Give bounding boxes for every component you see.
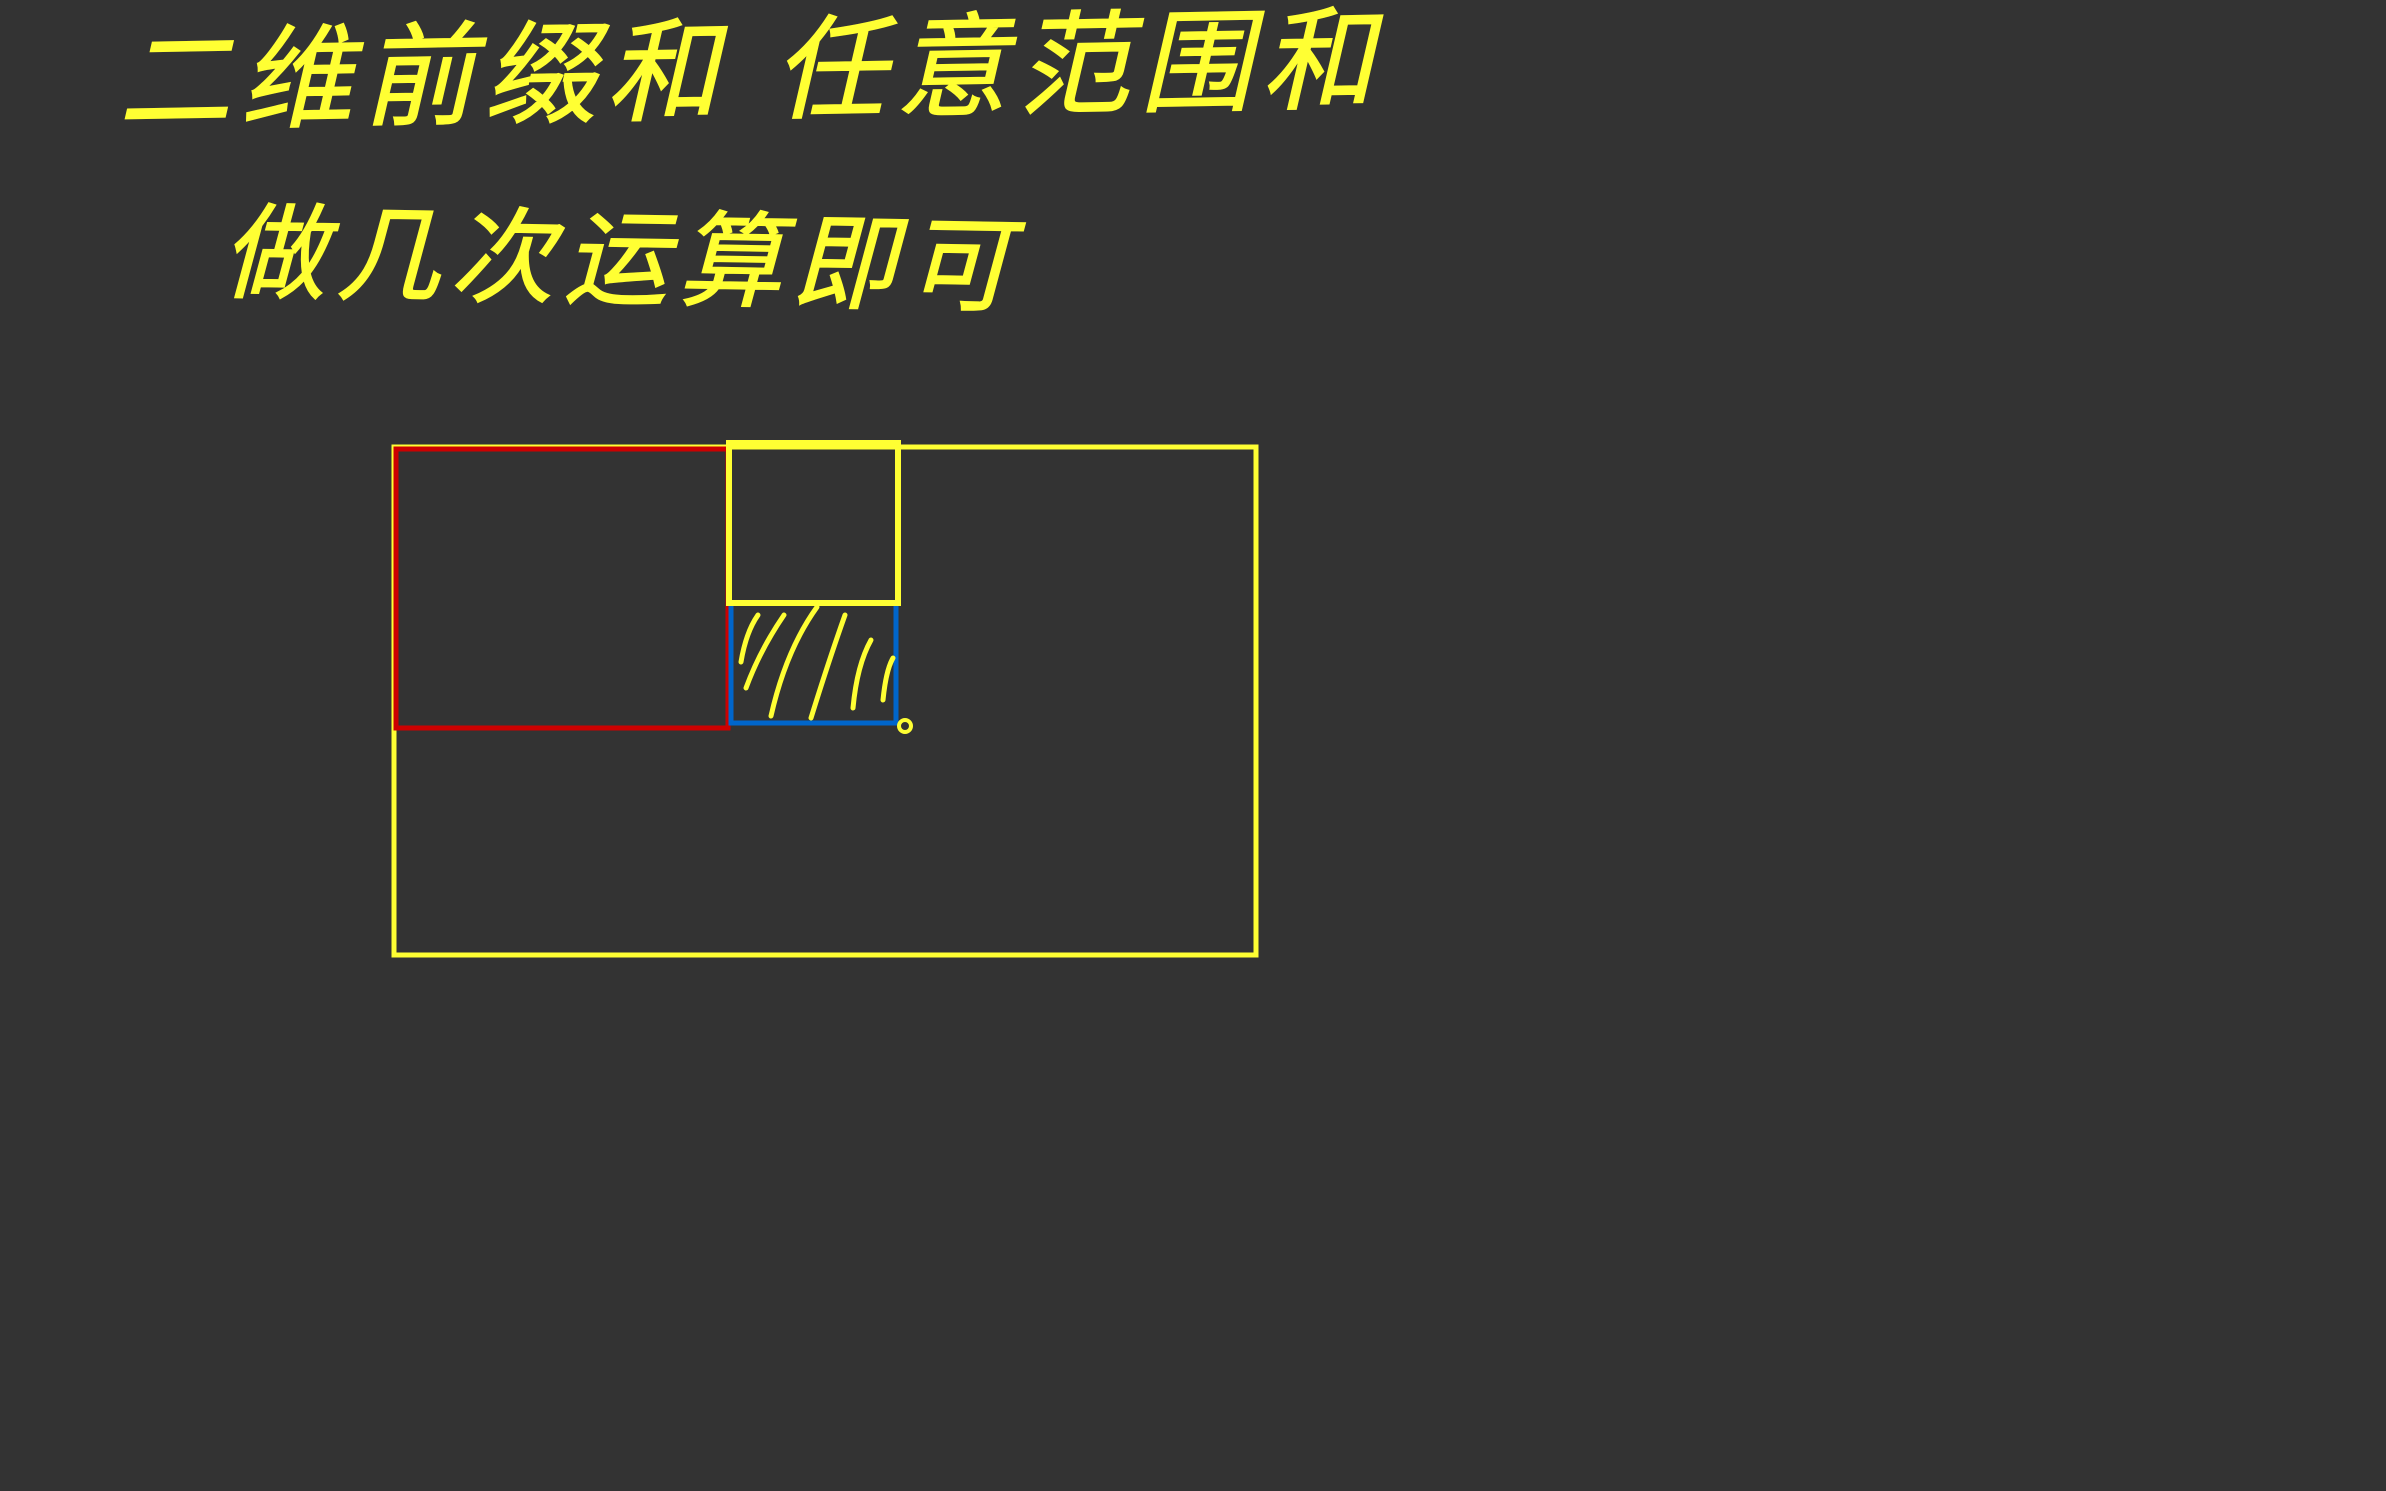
hatch-stroke: [850, 637, 874, 711]
hatch-stroke: [768, 604, 820, 719]
corner-point-marker: [897, 718, 913, 734]
yellow-top-rectangle: [726, 440, 901, 606]
hatch-strokes: [738, 604, 896, 721]
hatch-stroke: [808, 612, 848, 721]
red-rectangle: [393, 446, 731, 731]
hatch-stroke: [743, 612, 787, 691]
outer-rectangle: [391, 444, 1259, 958]
hatch-stroke: [738, 612, 761, 665]
hatch-stroke: [880, 655, 896, 703]
